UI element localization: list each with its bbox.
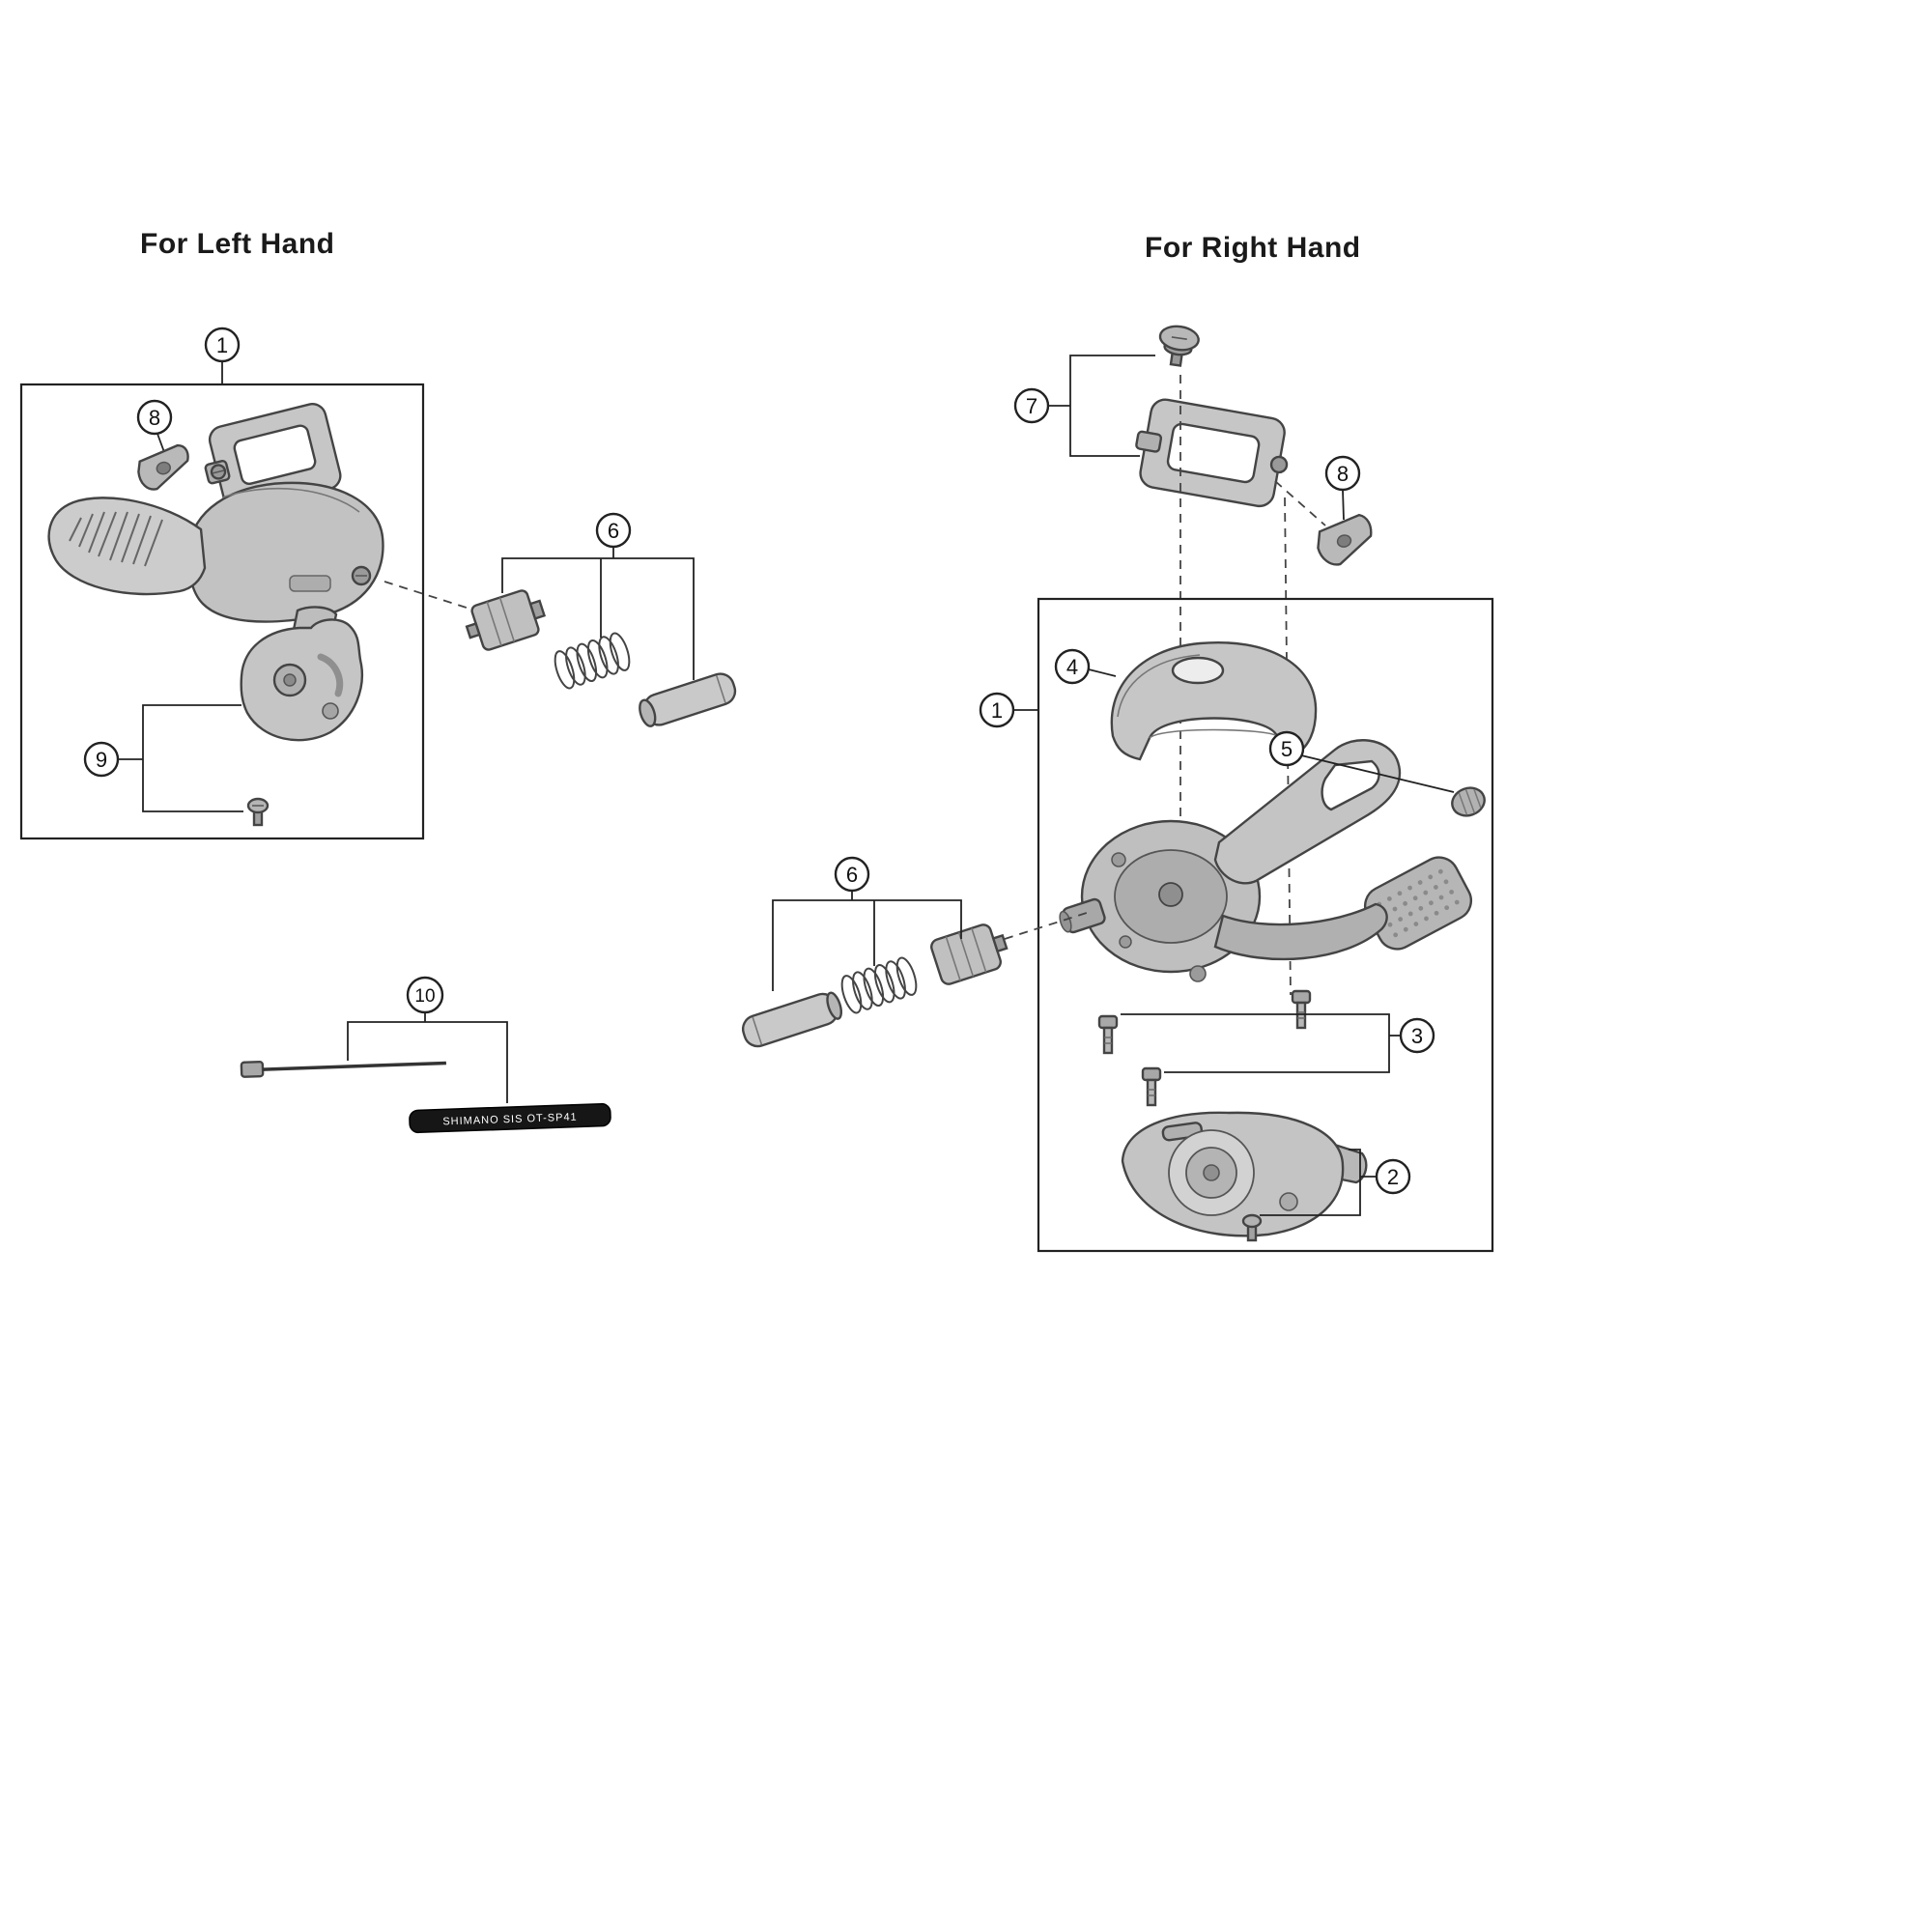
- callout-8-left: 8: [136, 399, 173, 453]
- cover-screw-right: [1241, 1213, 1263, 1242]
- callout-5-right: 5: [1268, 730, 1455, 793]
- bottom-cover-right: [1121, 1111, 1368, 1237]
- callout-10: 10: [347, 976, 508, 1103]
- shifter-body-left: [187, 481, 384, 623]
- inner-cable: [240, 1060, 446, 1078]
- svg-text:2: 2: [1387, 1165, 1399, 1189]
- outer-casing: SHIMANO SIS OT-SP41: [409, 1102, 611, 1134]
- adjuster-boot-left: [639, 672, 737, 727]
- callout-1-right: 1: [979, 692, 1038, 728]
- svg-text:1: 1: [216, 333, 228, 357]
- right-title: For Right Hand: [1145, 232, 1361, 264]
- callout-6-left: 6: [501, 512, 695, 680]
- svg-text:8: 8: [149, 406, 160, 430]
- svg-text:10: 10: [414, 986, 435, 1007]
- outer-casing-label: SHIMANO SIS OT-SP41: [442, 1112, 578, 1128]
- callout-4-right: 4: [1054, 648, 1117, 685]
- callout-2-right: 2: [1260, 1149, 1411, 1216]
- svg-text:6: 6: [608, 519, 619, 543]
- callout-6-right: 6: [772, 856, 962, 991]
- svg-text:7: 7: [1026, 394, 1037, 418]
- svg-text:4: 4: [1066, 655, 1078, 679]
- takeup-cover-left: [240, 606, 363, 742]
- adjuster-boot-right: [741, 991, 843, 1048]
- cable-port-right: [1059, 897, 1106, 934]
- axis-dashed-left: [384, 581, 470, 610]
- callout-8-right: 8: [1324, 455, 1361, 521]
- adjuster-barrel-right: [930, 923, 1009, 985]
- thumb-pad-right: [1363, 856, 1473, 951]
- callout-9-left: 9: [83, 704, 243, 812]
- lever-blade-left: [47, 497, 207, 596]
- right-assembly-box: [1037, 597, 1494, 1253]
- left-title: For Left Hand: [140, 228, 335, 260]
- clamp-nut-right: [1317, 513, 1373, 566]
- callout-3-right: 3: [1121, 1013, 1435, 1073]
- clamp-nut-left: [137, 443, 189, 491]
- lower-lever-right: [1213, 902, 1388, 961]
- svg-text:1: 1: [991, 698, 1003, 723]
- body-bolt-b: [1141, 1066, 1162, 1107]
- end-cap-right: [1451, 786, 1486, 817]
- grip-texture-left: [69, 511, 163, 567]
- axis-dashed-nut: [1274, 480, 1326, 526]
- body-bolt-c: [1291, 989, 1312, 1030]
- shifter-body-right: [1059, 739, 1473, 982]
- adjuster-spring-left: [554, 632, 631, 690]
- adjuster-barrel-left: [465, 589, 547, 651]
- svg-text:8: 8: [1337, 462, 1349, 486]
- svg-text:6: 6: [846, 863, 858, 887]
- clamp-screw-right: [1158, 325, 1200, 367]
- callout-7-right: 7: [1013, 355, 1155, 457]
- callout-1-left: 1: [204, 327, 241, 384]
- clamp-band-right: [1135, 398, 1289, 508]
- adjuster-spring-right: [840, 956, 918, 1014]
- svg-text:5: 5: [1281, 737, 1293, 761]
- top-cover-right: [1110, 641, 1318, 761]
- cover-screw-left: [246, 797, 270, 827]
- body-bolt-a: [1097, 1014, 1119, 1055]
- svg-text:9: 9: [96, 748, 107, 772]
- upper-lever-right: [1213, 739, 1402, 885]
- svg-text:3: 3: [1411, 1024, 1423, 1048]
